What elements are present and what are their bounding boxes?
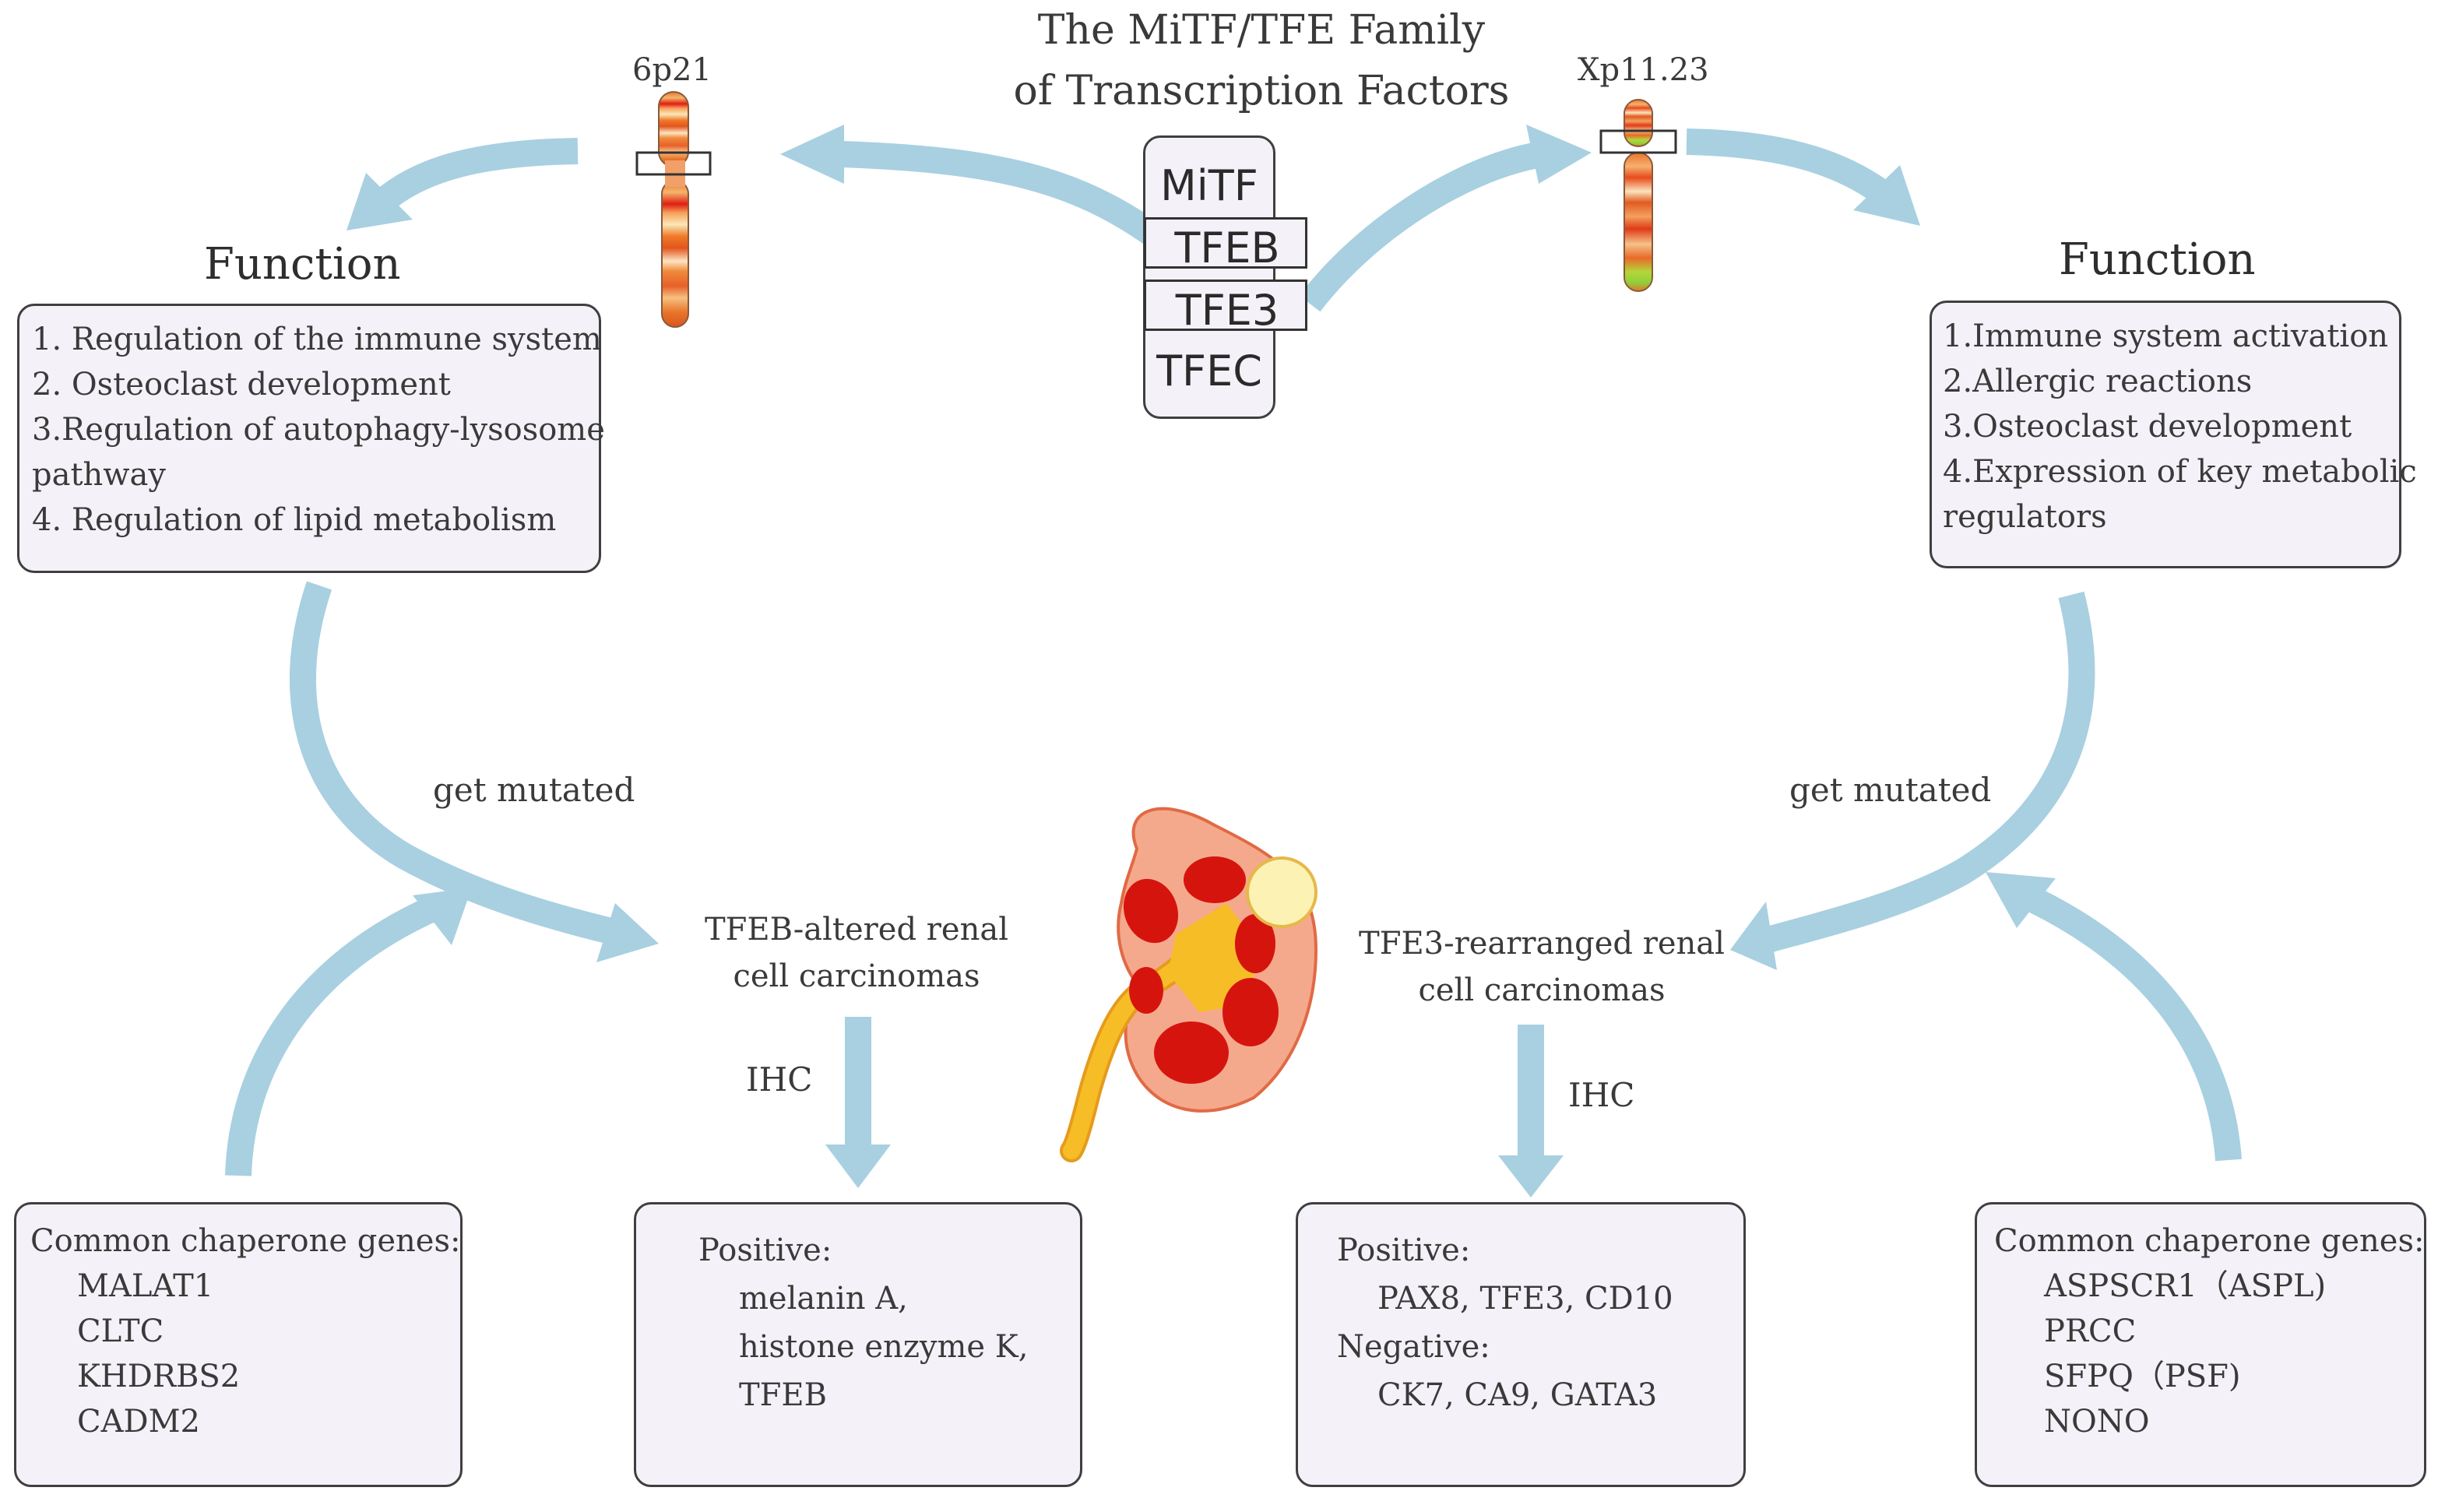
diagram-title: The MiTF/TFE Family of Transcription Fac… xyxy=(997,0,1526,121)
left-chaperone-gene: CADM2 xyxy=(77,1404,200,1440)
left-function-heading: Function xyxy=(204,239,401,290)
tfe3-positive-markers: PAX8, TFE3, CD10 xyxy=(1377,1281,1673,1317)
arrow-right-get-mutated xyxy=(1756,591,2095,955)
right-function-line: 1.Immune system activation xyxy=(1943,318,2389,354)
left-chaperone-gene: CLTC xyxy=(77,1313,164,1349)
title-line-2: of Transcription Factors xyxy=(1013,68,1510,114)
tfeb-positive-marker: TFEB xyxy=(739,1377,828,1413)
arrow-group xyxy=(225,128,2242,1176)
arrow-xp1123-to-function xyxy=(1686,128,1893,206)
right-chaperone-gene: PRCC xyxy=(2044,1313,2137,1349)
right-function-line: 4.Expression of key metabolic xyxy=(1943,454,2417,490)
right-get-mutated-label: get mutated xyxy=(1789,771,1992,809)
right-chaperone-gene: SFPQ（PSF) xyxy=(2044,1359,2241,1394)
arrowheads xyxy=(347,125,2056,1197)
left-ihc-label: IHC xyxy=(746,1060,813,1099)
arrowhead-6p21 xyxy=(780,125,844,184)
tfe3-ihc-box: Positive: PAX8, TFE3, CD10 Negative: CK7… xyxy=(1296,1202,1746,1487)
arrowhead-xp1123 xyxy=(1526,125,1592,184)
arrow-6p21-to-function xyxy=(371,138,579,214)
family-item-tfeb: TFEB xyxy=(1174,223,1280,273)
family-item-tfe3-frame xyxy=(1144,280,1307,331)
family-item-mitf: MiTF xyxy=(1160,161,1258,210)
arrowhead-tfeb-carcinoma xyxy=(596,903,659,962)
arrow-left-chaperone-up xyxy=(225,895,442,1176)
arrow-family-to-xp1123 xyxy=(1299,142,1537,312)
right-chaperone-gene: ASPSCR1（ASPL) xyxy=(2044,1268,2327,1304)
chromosome-xp1123-icon xyxy=(1599,99,1677,292)
arrow-right-chaperone-up xyxy=(2018,883,2242,1162)
kidney-icon xyxy=(1060,807,1318,1162)
arrow-family-to-6p21 xyxy=(840,141,1162,246)
arrowhead-left-chaperone xyxy=(413,888,472,945)
tfeb-carcinoma-line-2: cell carcinomas xyxy=(733,958,980,994)
left-chaperone-heading: Common chaperone genes: xyxy=(30,1223,461,1259)
arrowhead-tfe3-carcinoma xyxy=(1730,902,1777,970)
tfe3-carcinoma-line-2: cell carcinomas xyxy=(1418,972,1666,1008)
left-chaperone-gene: KHDRBS2 xyxy=(77,1359,241,1394)
tfeb-carcinoma-label: TFEB-altered renal cell carcinomas xyxy=(685,906,1028,1000)
tfe3-positive-label: Positive: xyxy=(1337,1232,1471,1268)
right-chaperone-heading: Common chaperone genes: xyxy=(1994,1223,2425,1259)
left-function-line: 4. Regulation of lipid metabolism xyxy=(32,502,557,538)
arrowhead-ihc-right xyxy=(1498,1155,1564,1197)
left-chaperone-gene: MALAT1 xyxy=(77,1268,214,1304)
left-function-line: 2. Osteoclast development xyxy=(32,367,451,403)
family-item-tfec: TFEC xyxy=(1156,346,1262,396)
tfeb-positive-marker: histone enzyme K, xyxy=(739,1329,1029,1365)
right-chaperone-gene: NONO xyxy=(2044,1404,2150,1440)
tfe3-negative-markers: CK7, CA9, GATA3 xyxy=(1377,1377,1658,1413)
right-chaperone-box: Common chaperone genes: ASPSCR1（ASPL) PR… xyxy=(1975,1202,2426,1487)
right-ihc-label: IHC xyxy=(1568,1076,1635,1114)
right-function-line: regulators xyxy=(1943,499,2107,535)
tfeb-carcinoma-line-1: TFEB-altered renal xyxy=(705,912,1008,948)
right-function-box: 1.Immune system activation 2.Allergic re… xyxy=(1930,301,2417,568)
right-function-line: 2.Allergic reactions xyxy=(1943,364,2253,399)
tfe3-carcinoma-line-1: TFE3-rearranged renal xyxy=(1359,926,1725,962)
tfeb-positive-marker: melanin A, xyxy=(739,1281,908,1317)
right-function-heading: Function xyxy=(2059,234,2256,285)
arrowhead-left-function xyxy=(347,173,413,230)
arrowhead-ihc-left xyxy=(825,1145,891,1188)
tfe3-carcinoma-label: TFE3-rearranged renal cell carcinomas xyxy=(1347,920,1736,1014)
tfeb-positive-label: Positive: xyxy=(698,1232,832,1268)
tfe3-negative-label: Negative: xyxy=(1337,1329,1490,1365)
family-item-tfeb-frame xyxy=(1144,217,1307,269)
arrowhead-right-function xyxy=(1853,165,1920,226)
left-function-line: pathway xyxy=(32,457,166,493)
arrow-left-get-mutated xyxy=(289,581,627,948)
title-line-1: The MiTF/TFE Family xyxy=(1037,7,1486,54)
band-label-6p21: 6p21 xyxy=(632,52,712,88)
tfeb-ihc-box: Positive: melanin A, histone enzyme K, T… xyxy=(634,1202,1082,1487)
family-box: MiTF TFEB TFE3 TFEC xyxy=(1143,135,1307,419)
right-function-line: 3.Osteoclast development xyxy=(1943,409,2352,445)
left-function-box: 1. Regulation of the immune system 2. Os… xyxy=(17,304,605,573)
left-function-line: 3.Regulation of autophagy-lysosome xyxy=(32,412,605,448)
band-label-xp1123: Xp11.23 xyxy=(1578,52,1709,88)
arrowhead-right-chaperone xyxy=(1986,872,2056,928)
family-item-tfe3: TFE3 xyxy=(1175,286,1279,335)
left-function-line: 1. Regulation of the immune system xyxy=(32,322,602,357)
chromosome-6p21-icon xyxy=(635,91,712,328)
left-get-mutated-label: get mutated xyxy=(433,771,635,809)
left-chaperone-box: Common chaperone genes: MALAT1 CLTC KHDR… xyxy=(14,1202,463,1487)
